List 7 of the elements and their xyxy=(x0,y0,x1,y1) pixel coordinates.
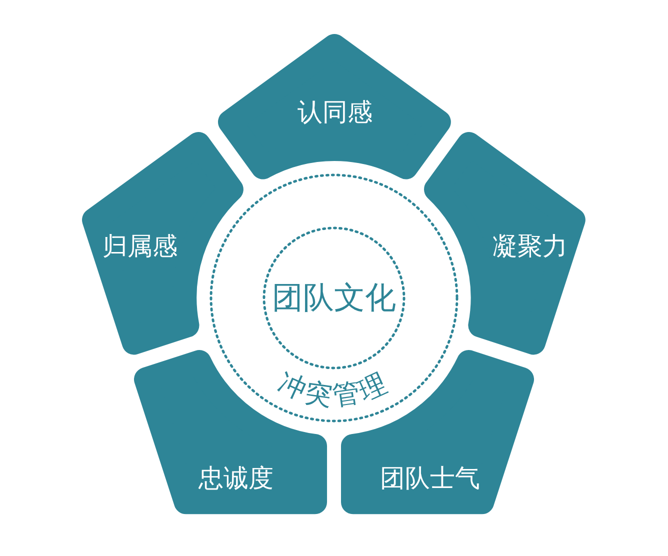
segment-label: 归属感 xyxy=(102,232,178,260)
center-label: 团队文化 xyxy=(272,280,396,316)
ring-label: 冲突管理 xyxy=(274,366,394,412)
segment-label: 认同感 xyxy=(297,98,372,126)
segment-label: 团队士气 xyxy=(380,464,480,492)
segment-label: 忠诚度 xyxy=(198,464,274,492)
segment-label: 凝聚力 xyxy=(492,232,568,260)
